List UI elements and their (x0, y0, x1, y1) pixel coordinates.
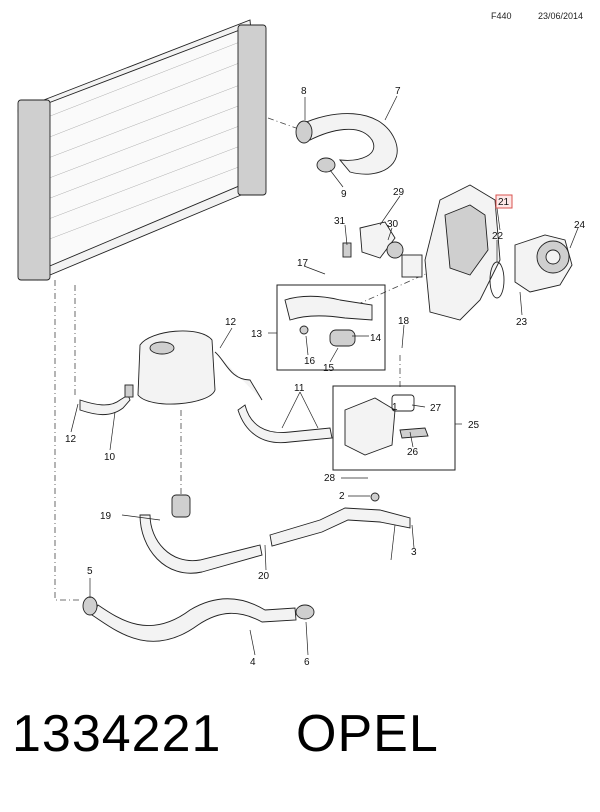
water-pump (489, 234, 573, 299)
callout-16: 16 (304, 356, 316, 367)
callout-labels: 1 2 3 4 5 6 7 8 9 10 11 12 12 13 14 15 1… (65, 86, 586, 668)
callout-6: 6 (304, 657, 310, 668)
pipe-1 (269, 492, 411, 547)
callout-7: 7 (395, 86, 401, 97)
callout-21: 21 (498, 197, 510, 208)
callout-18: 18 (398, 316, 410, 327)
callout-10: 10 (104, 452, 116, 463)
callout-30: 30 (387, 219, 399, 230)
callout-11: 11 (294, 383, 305, 394)
callout-12-left: 12 (65, 434, 77, 445)
expansion-tank (137, 330, 263, 405)
callout-23: 23 (516, 317, 528, 328)
upper-hose (295, 113, 398, 175)
callout-3: 3 (411, 547, 417, 558)
callout-9: 9 (341, 189, 347, 200)
callout-24: 24 (574, 220, 586, 231)
callout-2: 2 (339, 491, 345, 502)
leader-lines (70, 95, 579, 656)
diagram-date: 23/06/2014 (538, 11, 584, 21)
radiator (17, 19, 267, 281)
callout-15: 15 (323, 363, 335, 374)
callout-13: 13 (251, 329, 263, 340)
callout-31: 31 (334, 216, 346, 227)
detail-group-25 (332, 385, 456, 471)
bleed-hose (79, 384, 134, 416)
callout-21-highlight (495, 194, 513, 209)
callout-1: 1 (392, 402, 398, 413)
hose-19 (139, 494, 263, 574)
callout-14: 14 (370, 333, 382, 344)
brand-name: OPEL (296, 705, 439, 763)
hose-11 (237, 404, 333, 444)
cooling-system-diagram: 1 2 3 4 5 6 7 8 9 10 11 12 12 13 14 15 1… (17, 19, 586, 668)
detail-group-13 (276, 284, 386, 371)
callout-26: 26 (407, 447, 419, 458)
part-number: 1334221 (12, 705, 222, 763)
lower-hose (82, 596, 315, 642)
callout-12-top: 12 (225, 317, 237, 328)
callout-4: 4 (250, 657, 256, 668)
callout-25: 25 (468, 420, 480, 431)
callout-29: 29 (393, 187, 405, 198)
callout-28: 28 (324, 473, 336, 484)
callout-20: 20 (258, 571, 270, 582)
callout-22: 22 (492, 231, 504, 242)
callout-8: 8 (301, 86, 307, 97)
callout-27: 27 (430, 403, 442, 414)
callout-19: 19 (100, 511, 112, 522)
engine-housing (401, 184, 501, 321)
callout-17: 17 (297, 258, 309, 269)
diagram-code: F440 (491, 11, 512, 21)
callout-5: 5 (87, 566, 93, 577)
